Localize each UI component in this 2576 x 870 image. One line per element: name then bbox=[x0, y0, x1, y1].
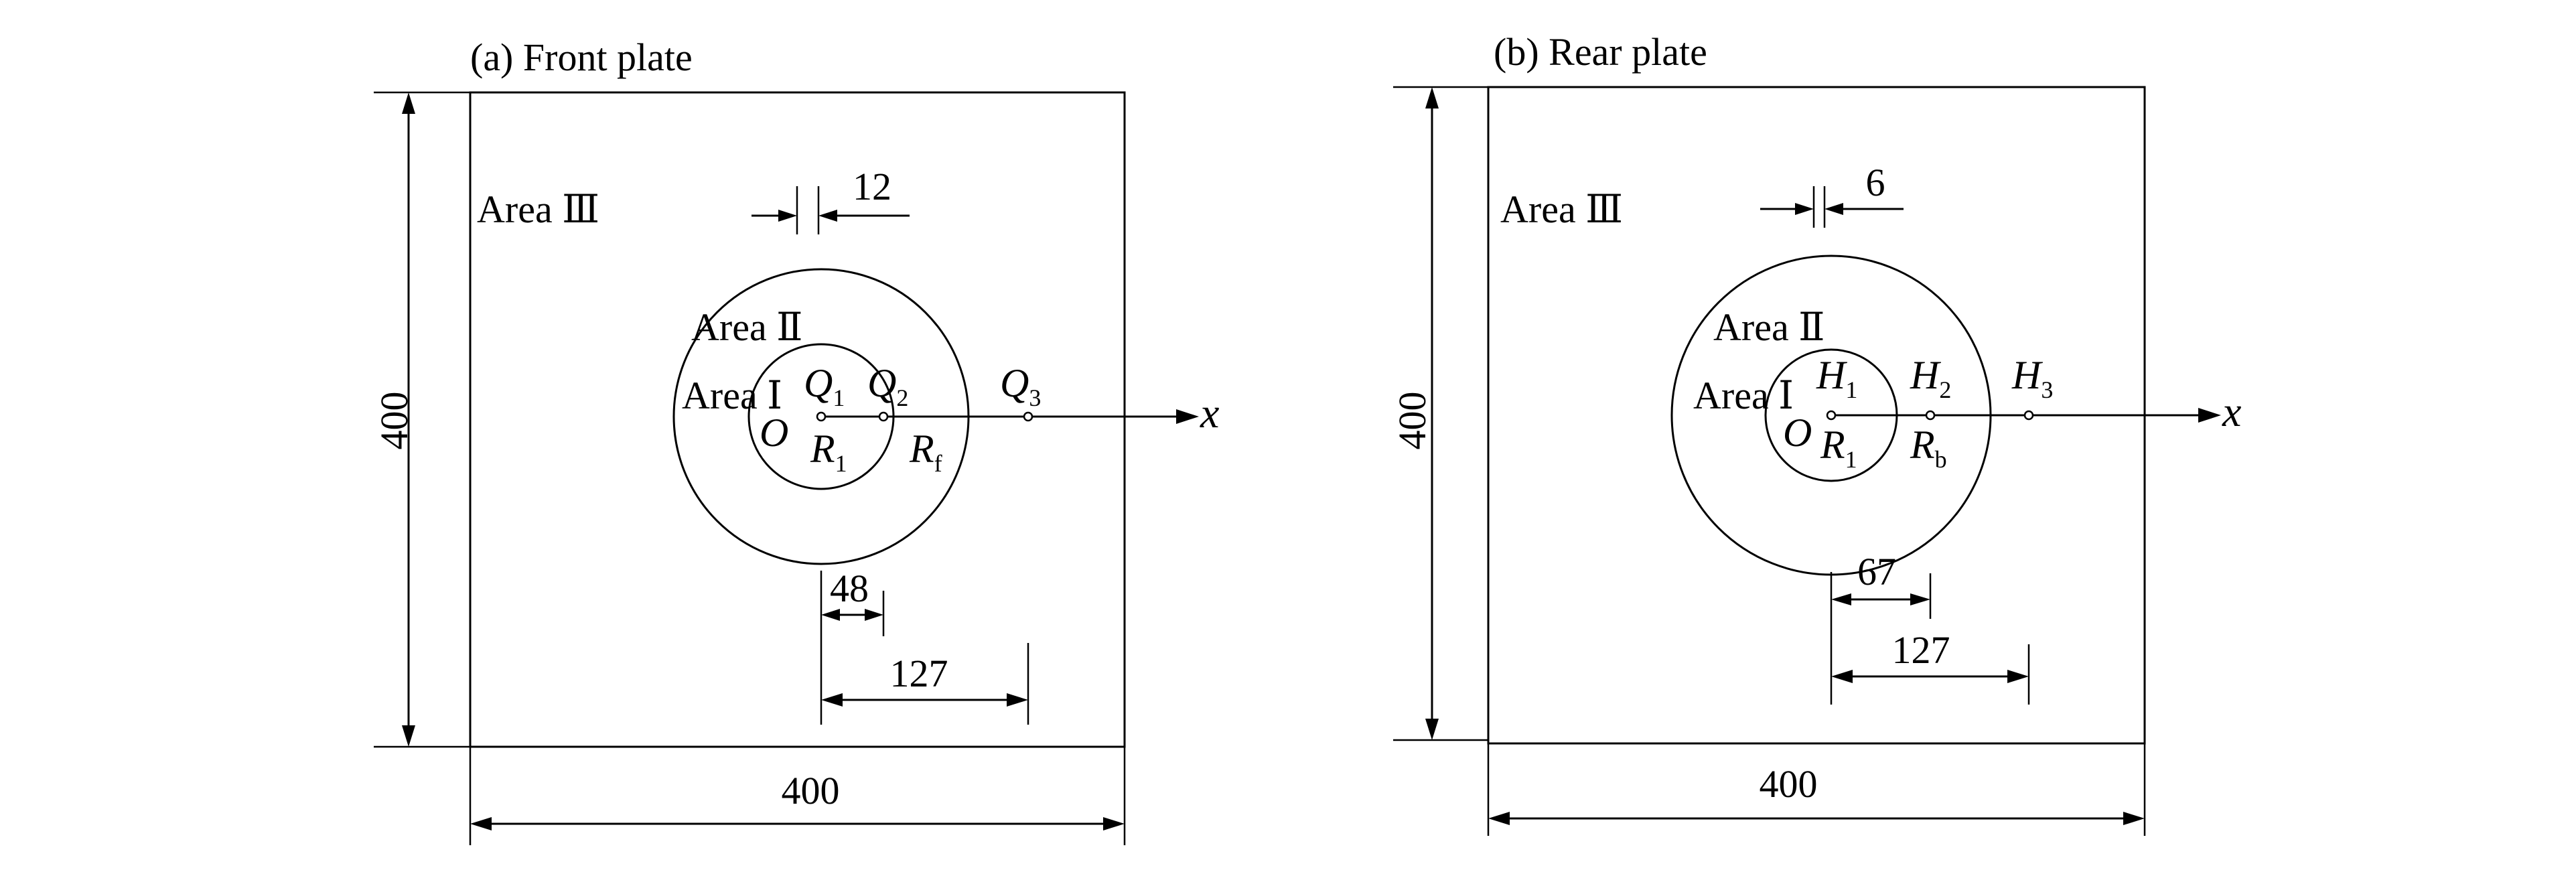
rear-origin-label: O bbox=[1783, 411, 1812, 455]
front-area1-label: Area Ⅰ bbox=[682, 374, 782, 417]
front-width-arrow-left bbox=[470, 817, 492, 830]
front-plate-panel: (a) Front plate 400 400 Area Ⅲ Area Ⅱ Ar… bbox=[372, 35, 1219, 845]
rear-plate-title: (b) Rear plate bbox=[1494, 30, 1707, 74]
rear-h3-dim-arrow-left bbox=[1831, 670, 1853, 683]
rear-h1-label: H1 bbox=[1816, 353, 1857, 403]
front-q2-label: Q2 bbox=[867, 361, 908, 411]
front-spacing-label: 12 bbox=[853, 165, 891, 208]
rear-point-h1 bbox=[1826, 410, 1837, 421]
rear-h3-dim-label: 127 bbox=[1892, 628, 1950, 672]
front-rf-label: Rf bbox=[909, 427, 942, 477]
rear-rb-dim-arrow-left bbox=[1831, 593, 1851, 605]
front-origin-label: O bbox=[760, 411, 788, 455]
front-area3-label: Area Ⅲ bbox=[477, 188, 599, 231]
front-point-q1 bbox=[816, 411, 827, 422]
rear-spacing-arrow-right bbox=[1824, 203, 1843, 215]
rear-h3-label: H3 bbox=[2011, 353, 2053, 403]
rear-rb-dim-label: 67 bbox=[1857, 550, 1896, 593]
rear-r1-label: R1 bbox=[1820, 423, 1857, 473]
rear-width-arrow-left bbox=[1488, 812, 1510, 825]
front-plate-outline bbox=[469, 91, 1126, 748]
rear-height-arrow-bottom bbox=[1425, 719, 1439, 740]
front-point-q2 bbox=[878, 411, 889, 422]
rear-spacing-label: 6 bbox=[1866, 161, 1885, 204]
front-x-axis-arrow bbox=[1176, 409, 1199, 424]
rear-area3-label: Area Ⅲ bbox=[1500, 188, 1623, 231]
rear-spacing-arrow-left bbox=[1795, 203, 1814, 215]
rear-plate-panel: (b) Rear plate 400 400 Area Ⅲ Area Ⅱ Are… bbox=[1390, 30, 2241, 836]
front-spacing-arrow-right bbox=[818, 210, 837, 222]
front-r1-dim-arrow-right bbox=[865, 609, 883, 621]
rear-area1-label: Area Ⅰ bbox=[1693, 374, 1794, 417]
front-q3-dim-arrow-right bbox=[1007, 693, 1028, 707]
front-q3-dim-arrow-left bbox=[821, 693, 843, 707]
rear-h3-dim-arrow-right bbox=[2007, 670, 2029, 683]
rear-x-axis-label: x bbox=[2222, 388, 2241, 435]
rear-rb-dim-arrow-right bbox=[1910, 593, 1930, 605]
front-r1-dim-label: 48 bbox=[830, 567, 869, 610]
front-plate-title: (a) Front plate bbox=[470, 35, 693, 79]
rear-width-label: 400 bbox=[1760, 762, 1818, 806]
rear-height-label: 400 bbox=[1390, 392, 1434, 450]
front-q1-label: Q1 bbox=[804, 361, 845, 411]
front-spacing-arrow-left bbox=[778, 210, 797, 222]
rear-h2-label: H2 bbox=[1910, 353, 1951, 403]
front-q3-dim-label: 127 bbox=[890, 652, 948, 695]
rear-area2-label: Area Ⅱ bbox=[1713, 305, 1825, 349]
front-point-q3 bbox=[1023, 411, 1033, 422]
rear-point-h2 bbox=[1925, 410, 1936, 421]
front-r1-label: R1 bbox=[810, 427, 847, 477]
rear-rb-label: Rb bbox=[1910, 423, 1947, 473]
front-height-arrow-top bbox=[402, 92, 415, 114]
front-width-label: 400 bbox=[782, 769, 840, 812]
rear-point-h3 bbox=[2023, 410, 2034, 421]
front-height-arrow-bottom bbox=[402, 725, 415, 747]
front-x-axis-label: x bbox=[1200, 389, 1219, 437]
front-r1-dim-arrow-left bbox=[821, 609, 840, 621]
front-area2-label: Area Ⅱ bbox=[691, 305, 803, 349]
rear-height-arrow-top bbox=[1425, 87, 1439, 108]
front-q3-label: Q3 bbox=[1000, 361, 1041, 411]
rear-x-axis-arrow bbox=[2198, 408, 2221, 423]
rear-width-arrow-right bbox=[2123, 812, 2145, 825]
front-height-label: 400 bbox=[372, 392, 416, 450]
front-width-arrow-right bbox=[1103, 817, 1125, 830]
